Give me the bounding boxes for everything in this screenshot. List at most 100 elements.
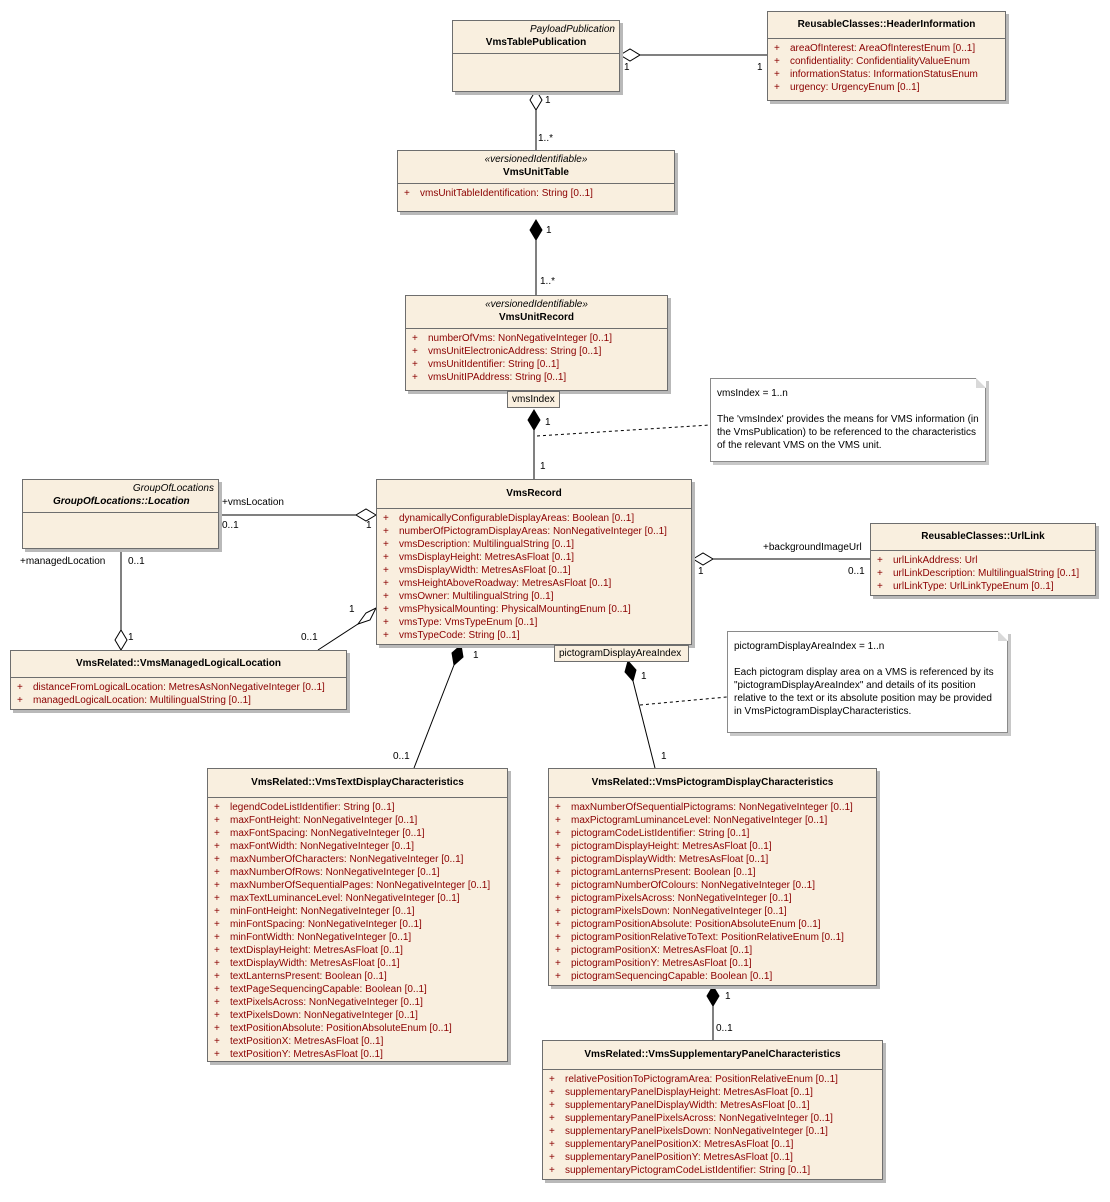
attribute-text: vmsDisplayHeight: MetresAsFloat [0..1] (399, 552, 575, 563)
visibility-marker: + (774, 43, 780, 54)
composition-diamond-vut-vur (529, 219, 543, 241)
attribute-text: vmsDisplayWidth: MetresAsFloat [0..1] (399, 565, 571, 576)
aggregation-diamond-vtp-vut (529, 89, 543, 111)
visibility-marker: + (549, 1152, 555, 1163)
class-vms-pictogram-display-characteristics[interactable]: VmsRelated::VmsPictogramDisplayCharacter… (548, 768, 877, 986)
attribute-row: +pictogramPositionAbsolute: PositionAbso… (555, 918, 872, 931)
class-name: VmsRelated::VmsManagedLogicalLocation (75, 658, 282, 669)
attribute-row: +supplementaryPanelPositionX: MetresAsFl… (549, 1138, 878, 1151)
attribute-text: textPositionAbsolute: PositionAbsoluteEn… (230, 1023, 452, 1034)
attribute-row: +textPageSequencingCapable: Boolean [0..… (214, 983, 503, 996)
attribute-row: +supplementaryPanelPositionY: MetresAsFl… (549, 1151, 878, 1164)
attribute-text: maxNumberOfSequentialPages: NonNegativeI… (230, 880, 491, 891)
class-name: VmsTablePublication (485, 37, 587, 48)
visibility-marker: + (383, 526, 389, 537)
visibility-marker: + (214, 880, 220, 891)
class-vms-supplementary-panel-characteristics[interactable]: VmsRelated::VmsSupplementaryPanelCharact… (542, 1040, 883, 1180)
multiplicity-label: 1..* (540, 276, 556, 287)
attribute-row: +maxFontWidth: NonNegativeInteger [0..1] (214, 840, 503, 853)
class-vms-record[interactable]: VmsRecord +dynamicallyConfigurableDispla… (376, 479, 692, 645)
attribute-text: areaOfInterest: AreaOfInterestEnum [0..1… (790, 43, 976, 54)
attribute-row: +supplementaryPanelDisplayHeight: Metres… (549, 1086, 878, 1099)
visibility-marker: + (412, 359, 418, 370)
class-name: GroupOfLocations::Location (53, 496, 190, 507)
attribute-row: +textLanternsPresent: Boolean [0..1] (214, 970, 503, 983)
visibility-marker: + (214, 958, 220, 969)
attribute-row: +vmsPhysicalMounting: PhysicalMountingEn… (383, 603, 687, 616)
attribute-text: relativePositionToPictogramArea: Positio… (565, 1074, 838, 1085)
attribute-row: +vmsUnitElectronicAddress: String [0..1] (412, 345, 663, 358)
attribute-text: dynamicallyConfigurableDisplayAreas: Boo… (399, 513, 635, 524)
attribute-row: +vmsTypeCode: String [0..1] (383, 629, 687, 642)
attribute-text: maxFontSpacing: NonNegativeInteger [0..1… (230, 828, 425, 839)
aggregation-diamond-vmll-vr (356, 606, 378, 625)
attribute-text: textLanternsPresent: Boolean [0..1] (230, 971, 387, 982)
attribute-row: +textPositionX: MetresAsFloat [0..1] (214, 1035, 503, 1048)
visibility-marker: + (214, 854, 220, 865)
aggregation-diamond-loc-vr (355, 508, 377, 522)
qualifier-pictogram-display-area-index: pictogramDisplayAreaIndex (554, 645, 689, 662)
attribute-text: textDisplayHeight: MetresAsFloat [0..1] (230, 945, 403, 956)
attribute-text: maxTextLuminanceLevel: NonNegativeIntege… (230, 893, 460, 904)
class-vms-unit-record[interactable]: «versionedIdentifiable» VmsUnitRecord +n… (405, 295, 668, 391)
attribute-text: numberOfVms: NonNegativeInteger [0..1] (428, 333, 612, 344)
class-name: ReusableClasses::HeaderInformation (797, 19, 976, 30)
visibility-marker: + (549, 1074, 555, 1085)
attribute-text: minFontWidth: NonNegativeInteger [0..1] (230, 932, 412, 943)
attribute-text: supplementaryPanelDisplayWidth: MetresAs… (565, 1100, 810, 1111)
attribute-row: +textPositionY: MetresAsFloat [0..1] (214, 1048, 503, 1061)
class-header: VmsRelated::VmsManagedLogicalLocation (11, 651, 346, 678)
attribute-list: + dynamicallyConfigurableDisplayAreas: Bo… (377, 509, 691, 645)
note-vms-index: vmsIndex = 1..n The 'vmsIndex' provides … (710, 378, 986, 462)
visibility-marker: + (214, 984, 220, 995)
attribute-row: +pictogramNumberOfColours: NonNegativeIn… (555, 879, 872, 892)
attribute-text: urgency: UrgencyEnum [0..1] (790, 82, 920, 93)
attribute-row: +managedLogicalLocation: MultilingualStr… (17, 694, 342, 707)
class-vms-unit-table[interactable]: «versionedIdentifiable» VmsUnitTable +vm… (397, 150, 675, 212)
role-label: +backgroundImageUrl (763, 542, 862, 553)
class-location[interactable]: GroupOfLocations GroupOfLocations::Locat… (22, 479, 219, 549)
note-link-pictogram (639, 696, 728, 706)
composition-diamond-vr-tdc (451, 644, 464, 666)
visibility-marker: + (214, 1023, 220, 1034)
visibility-marker: + (549, 1100, 555, 1111)
visibility-marker: + (555, 841, 561, 852)
class-stereotype: PayloadPublication (529, 24, 615, 35)
attribute-row: +vmsUnitIdentifier: String [0..1] (412, 358, 663, 371)
visibility-marker: + (555, 945, 561, 956)
class-stereotype: GroupOfLocations (132, 483, 214, 494)
attribute-text: vmsUnitElectronicAddress: String [0..1] (428, 346, 602, 357)
class-url-link[interactable]: ReusableClasses::UrlLink +urlLinkAddress… (870, 523, 1096, 596)
attribute-row: +vmsDisplayWidth: MetresAsFloat [0..1] (383, 564, 687, 577)
attribute-row: + dynamicallyConfigurableDisplayAreas: Bo… (383, 512, 687, 525)
class-name: ReusableClasses::UrlLink (921, 531, 1045, 542)
visibility-marker: + (404, 188, 410, 199)
visibility-marker: + (555, 867, 561, 878)
visibility-marker: + (214, 815, 220, 826)
aggregation-diamond-loc-vmll (114, 629, 128, 651)
visibility-marker: + (549, 1113, 555, 1124)
class-header-information[interactable]: ReusableClasses::HeaderInformation + area… (767, 11, 1006, 101)
visibility-marker: + (877, 568, 883, 579)
attribute-row: +pictogramPixelsAcross: NonNegativeInteg… (555, 892, 872, 905)
attribute-text: confidentiality: ConfidentialityValueEnu… (790, 56, 970, 67)
attribute-row: + vmsUnitTableIdentification: String [0..… (404, 187, 670, 200)
class-vms-text-display-characteristics[interactable]: VmsRelated::VmsTextDisplayCharacteristic… (207, 768, 508, 1062)
visibility-marker: + (555, 919, 561, 930)
visibility-marker: + (383, 513, 389, 524)
class-vms-managed-logical-location[interactable]: VmsRelated::VmsManagedLogicalLocation +d… (10, 650, 347, 710)
attribute-row: + maxNumberOfSequentialPages: NonNegative… (214, 879, 503, 892)
multiplicity-label: 1 (624, 62, 630, 73)
attribute-text: vmsHeightAboveRoadway: MetresAsFloat [0.… (399, 578, 612, 589)
class-vms-table-publication[interactable]: PayloadPublication VmsTablePublication (452, 20, 620, 92)
note-corner (998, 631, 1008, 641)
attribute-text: vmsUnitTableIdentification: String [0..1… (420, 188, 593, 199)
visibility-marker: + (17, 695, 23, 706)
multiplicity-label: 1..* (538, 133, 554, 144)
multiplicity-label: 1 (641, 671, 647, 682)
attribute-text: vmsTypeCode: String [0..1] (399, 630, 520, 641)
attribute-text: vmsType: VmsTypeEnum [0..1] (399, 617, 538, 628)
class-stereotype: «versionedIdentifiable» (484, 154, 588, 165)
